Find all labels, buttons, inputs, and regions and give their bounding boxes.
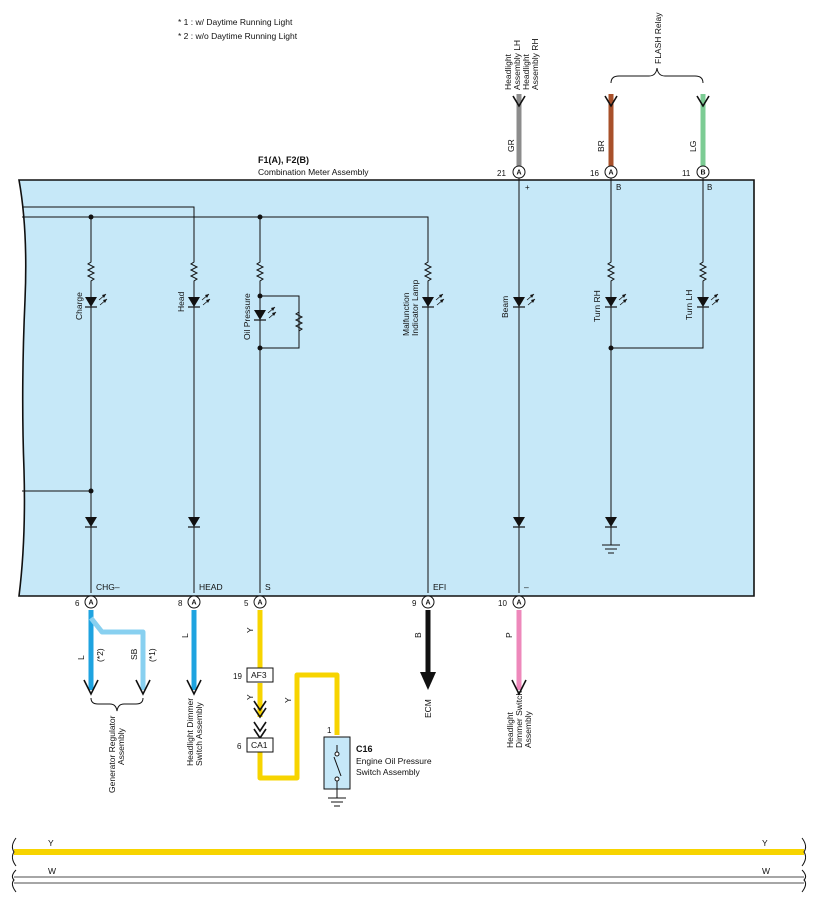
wire-gr-label: GR	[506, 139, 516, 152]
pin-16: 16	[590, 169, 599, 178]
label-oil-pressure: Oil Pressure	[242, 293, 252, 340]
flash-relay-group: FLASH Relay BR 16 A B LG 11 B B	[590, 12, 712, 192]
oil-switch-name-line1: Engine Oil Pressure	[356, 756, 432, 766]
label-turn-rh: Turn RH	[592, 290, 602, 322]
assembly-ref: F1(A), F2(B)	[258, 155, 309, 165]
assembly-name: Combination Meter Assembly	[258, 167, 369, 177]
conn-a-21: A	[517, 170, 522, 177]
bus-lines: Y Y W W	[11, 837, 807, 893]
label-mil-line1: Malfunction	[401, 292, 411, 336]
wire-neg-p: P	[504, 632, 514, 638]
wire-efi-b: B	[413, 632, 423, 638]
wire-s-y1: Y	[245, 627, 255, 633]
dest-gen-line1: Generator Regulator	[107, 715, 117, 793]
wire-chg-sb-note: (*1)	[147, 648, 157, 662]
connector-ca1-pin: 6	[237, 742, 242, 751]
label-charge: Charge	[74, 292, 84, 320]
internal-ground-icon	[602, 544, 620, 554]
label-chg: CHG–	[96, 582, 120, 592]
ecm-arrow	[420, 672, 436, 690]
dest-hds2-line3: Assembly	[523, 710, 533, 748]
headlight-lh-line1: Headlight	[503, 53, 513, 90]
oil-switch-pin: 1	[327, 726, 332, 735]
label-neg: –	[524, 582, 529, 592]
wire-chg-l: L	[76, 655, 86, 660]
connector-af3: AF3 19	[233, 667, 274, 683]
dest-hds1-line2: Switch Assembly	[194, 701, 204, 766]
connector-af3-pin: 19	[233, 672, 242, 681]
dest-hds2-line1: Headlight	[505, 711, 515, 748]
pin-21: 21	[497, 169, 506, 178]
conn-b-11: B	[701, 170, 706, 177]
pin-6: 6	[75, 599, 80, 608]
dest-gen-line2: Assembly	[116, 727, 126, 765]
wire-head-l: L	[180, 633, 190, 638]
wire-lg-label: LG	[688, 141, 698, 152]
conn-a-16: A	[609, 170, 614, 177]
headlight-input: Headlight Assembly LH Headlight Assembly…	[497, 39, 540, 192]
conn-a-5: A	[258, 600, 263, 607]
label-head: Head	[176, 291, 186, 312]
external-wires	[88, 610, 522, 781]
oil-switch-name-line2: Switch Assembly	[356, 767, 421, 777]
label-efi: EFI	[433, 582, 446, 592]
pin-11-inner: B	[707, 183, 712, 192]
dest-hds1-line1: Headlight Dimmer	[185, 698, 195, 766]
combination-meter-panel	[18, 179, 755, 597]
bottom-pin-9: A 9	[412, 595, 435, 609]
wire-s-y3: Y	[283, 697, 293, 703]
pin-11: 11	[682, 169, 691, 178]
dest-ecm: ECM	[423, 699, 433, 718]
conn-a-8: A	[192, 600, 197, 607]
bottom-pin-5: A 5	[244, 595, 267, 609]
pin-8: 8	[178, 599, 183, 608]
bottom-pin-6: A 6	[75, 595, 98, 609]
note-1: * 1 : w/ Daytime Running Light	[178, 17, 293, 27]
connector-ca1: CA1 6	[237, 737, 274, 753]
conn-a-6: A	[89, 600, 94, 607]
wire-br-label: BR	[596, 140, 606, 152]
headlight-rh-line2: Assembly RH	[530, 39, 540, 90]
wire-s-y2: Y	[245, 694, 255, 700]
bus-w-left: W	[48, 866, 56, 876]
headlight-rh-line1: Headlight	[521, 53, 531, 90]
label-s: S	[265, 582, 271, 592]
connector-ca1-name: CA1	[251, 740, 268, 750]
label-mil-line2: Indicator Lamp	[410, 280, 420, 336]
junction-dots	[88, 214, 614, 494]
conn-a-10: A	[517, 600, 522, 607]
conn-a-9: A	[426, 600, 431, 607]
wire-chg-sb: SB	[129, 648, 139, 660]
pin-10: 10	[498, 599, 507, 608]
bus-w-right: W	[762, 866, 770, 876]
bus-y-left: Y	[48, 838, 54, 848]
label-head-pin: HEAD	[199, 582, 223, 592]
flash-relay-label: FLASH Relay	[653, 12, 663, 64]
oil-pressure-switch: 1 C16 Engine Oil Pressure Switch Assembl…	[323, 726, 432, 807]
pin-16-inner: B	[616, 183, 621, 192]
bottom-pin-8: A 8	[178, 595, 201, 609]
pin-9: 9	[412, 599, 417, 608]
generator-brace	[90, 697, 144, 712]
oil-switch-ref: C16	[356, 744, 373, 754]
label-turn-lh: Turn LH	[684, 290, 694, 320]
wire-arrows	[83, 679, 527, 740]
wire-chg-l-note: (*2)	[95, 648, 105, 662]
label-beam: Beam	[500, 296, 510, 318]
bus-y-right: Y	[762, 838, 768, 848]
pin-5: 5	[244, 599, 249, 608]
connector-af3-name: AF3	[251, 670, 267, 680]
bottom-pin-10: A 10	[498, 595, 526, 609]
headlight-lh-line2: Assembly LH	[512, 40, 522, 90]
pin-plus: +	[525, 183, 530, 192]
dest-hds2-line2: Dimmer Switch	[514, 691, 524, 748]
note-2: * 2 : w/o Daytime Running Light	[178, 31, 298, 41]
